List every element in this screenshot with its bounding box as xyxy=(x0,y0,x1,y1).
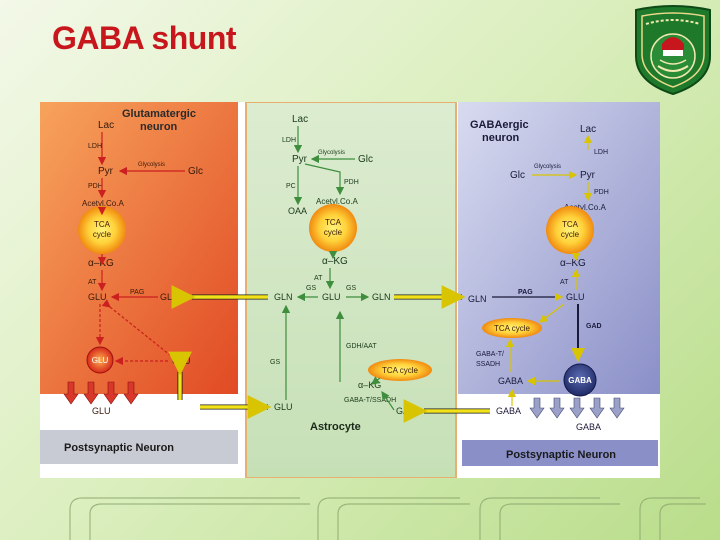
astro-akg-small: α–KG xyxy=(358,380,381,390)
gaba-gln: GLN xyxy=(468,294,487,304)
gaba-tca-small xyxy=(482,318,542,338)
gaba-post: GABA xyxy=(576,422,601,432)
glu-lac: Lac xyxy=(98,120,114,131)
gaba-title-1: GABAergic xyxy=(470,119,529,131)
gaba-ssadh: SSADH xyxy=(476,361,500,368)
glu-pyr: Pyr xyxy=(98,166,114,177)
astro-acetylcoa: Acetyl.Co.A xyxy=(316,197,358,206)
astro-at: AT xyxy=(314,275,323,282)
glu-at: AT xyxy=(88,279,97,286)
astro-oaa: OAA xyxy=(288,206,307,216)
glu-ldh: LDH xyxy=(88,143,102,150)
gaba-at: AT xyxy=(560,279,569,286)
glu-title-2: neuron xyxy=(140,121,178,133)
astro-glc: Glc xyxy=(358,154,373,165)
astro-pc: PC xyxy=(286,183,296,190)
astro-tca-2: cycle xyxy=(324,228,343,237)
gaba-tca-small-label: TCA cycle xyxy=(494,324,531,333)
gaba-glycolysis: Glycolysis xyxy=(534,164,561,170)
postsynaptic-left-label: Postsynaptic Neuron xyxy=(64,442,174,454)
gaba-gaba: GABA xyxy=(498,376,523,386)
glu-right: GLU xyxy=(172,356,191,366)
astro-glycolysis: Glycolysis xyxy=(318,150,345,156)
astro-pyr: Pyr xyxy=(292,154,308,165)
glu-release-arrows xyxy=(63,381,139,405)
gaba-ldh: LDH xyxy=(594,149,608,156)
astro-gs-top-right: GS xyxy=(346,285,356,292)
gaba-acetylcoa: Acetyl.Co.A xyxy=(564,203,606,212)
gaba-glc: Glc xyxy=(510,170,525,181)
gaba-glu: GLU xyxy=(566,292,585,302)
gaba-pyr: Pyr xyxy=(580,170,596,181)
astro-tca-small xyxy=(368,359,432,381)
glu-glycolysis: Glycolysis xyxy=(138,162,165,168)
gaba-gaba-t: GABA-T/ xyxy=(476,351,504,358)
gaba-release: GABA xyxy=(496,406,521,416)
astro-title: Astrocyte xyxy=(310,421,361,433)
glu-akg: α–KG xyxy=(88,258,114,269)
glu-acetylcoa: Acetyl.Co.A xyxy=(82,199,124,208)
gaba-tca-2: cycle xyxy=(561,230,580,239)
gaba-gad: GAD xyxy=(586,323,602,330)
glu-title-1: Glutamatergic xyxy=(122,108,196,120)
glu-vesicle-label: GLU xyxy=(92,356,109,365)
glu-pdh: PDH xyxy=(88,183,103,190)
glu-tca-cycle xyxy=(78,206,126,254)
postsynaptic-left-box xyxy=(40,430,238,464)
glu-release: GLU xyxy=(92,406,111,416)
astro-gln-left: GLN xyxy=(274,292,293,302)
gaba-pdh: PDH xyxy=(594,189,609,196)
astro-gs-top-left: GS xyxy=(306,285,316,292)
glu-pag: PAG xyxy=(130,289,144,296)
astro-pdh: PDH xyxy=(344,179,359,186)
gaba-vesicle-label: GABA xyxy=(568,376,592,385)
astro-lac: Lac xyxy=(292,114,308,125)
gaba-tca-1: TCA xyxy=(562,220,579,229)
postsynaptic-right-label: Postsynaptic Neuron xyxy=(506,449,616,461)
postsynaptic-right-box xyxy=(462,440,658,466)
glu-vesicle xyxy=(86,346,114,374)
astro-gaba: GABA xyxy=(396,406,421,416)
decorative-footer xyxy=(69,497,706,540)
gaba-shunt-diagram: Glutamatergic neuron Lac LDH Pyr Glycoly… xyxy=(40,102,660,478)
glutamatergic-panel xyxy=(40,102,238,394)
astro-tca-cycle xyxy=(309,204,357,252)
glu-glc: Glc xyxy=(188,166,203,177)
glu-gln: GLN xyxy=(160,292,179,302)
gaba-akg: α–KG xyxy=(560,258,586,269)
astro-tca-1: TCA xyxy=(325,218,342,227)
gaba-pag: PAG xyxy=(518,289,533,296)
intercellular-transport-arrows xyxy=(168,285,490,423)
astro-glu-bottom: GLU xyxy=(274,402,293,412)
astro-ldh: LDH xyxy=(282,137,296,144)
gaba-shunt-figure: Glutamatergic neuron Lac LDH Pyr Glycoly… xyxy=(40,102,660,478)
astro-gaba-t-ssadh: GABA-T/SSADH xyxy=(344,397,396,404)
astro-glu: GLU xyxy=(322,292,341,302)
gaba-tca-cycle xyxy=(546,206,594,254)
glu-tca-1: TCA xyxy=(94,220,111,229)
gaba-release-arrows xyxy=(529,397,625,419)
astro-tca-small-label: TCA cycle xyxy=(382,366,419,375)
slide-title: GABA shunt xyxy=(52,20,237,56)
gaba-vesicle xyxy=(563,363,597,397)
astro-gln-right: GLN xyxy=(372,292,391,302)
glu-glu: GLU xyxy=(88,292,107,302)
gaba-lac: Lac xyxy=(580,124,596,135)
glu-tca-2: cycle xyxy=(93,230,112,239)
astro-gs-left: GS xyxy=(270,359,280,366)
astro-akg: α–KG xyxy=(322,256,348,267)
university-emblem-icon xyxy=(635,5,711,96)
astro-gdh-aat: GDH/AAT xyxy=(346,343,377,350)
gaba-title-2: neuron xyxy=(482,132,520,144)
